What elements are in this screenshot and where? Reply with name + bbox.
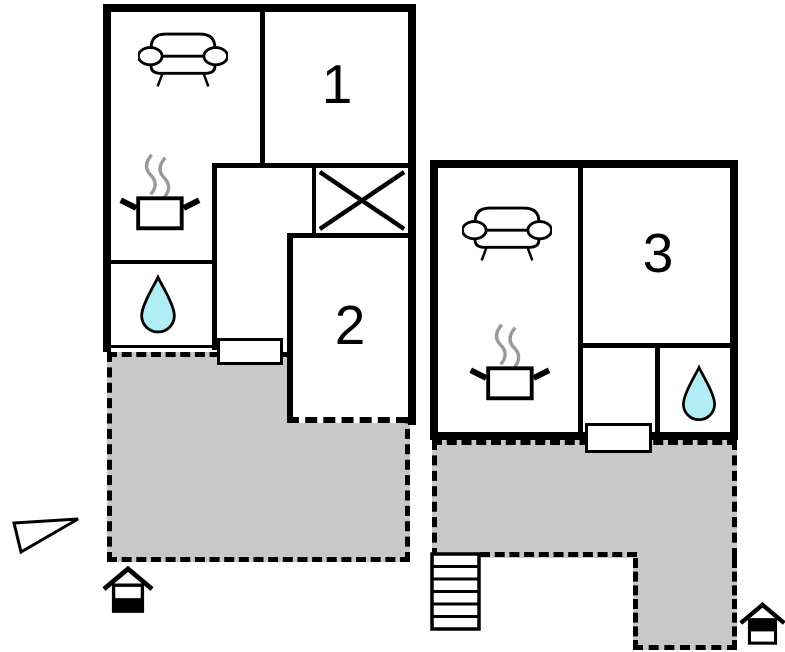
north-arrow-icon — [12, 517, 79, 554]
crossed-box-area — [312, 168, 408, 233]
wall-segment — [103, 345, 217, 348]
water-drop-icon — [682, 364, 716, 422]
wall-segment — [430, 160, 738, 168]
wall-segment — [103, 4, 111, 352]
wall-segment — [578, 343, 730, 348]
room-3-label: 3 — [642, 222, 674, 284]
wall-segment — [408, 4, 416, 425]
wall-segment — [430, 160, 438, 440]
house-level-upper-icon — [739, 602, 785, 645]
window-upper-floor — [585, 423, 652, 453]
wall-segment — [110, 260, 212, 264]
wall-segment — [212, 168, 217, 350]
sofa-icon — [138, 32, 228, 87]
terrace-upper-floor — [432, 440, 737, 558]
wall-segment — [212, 163, 408, 168]
crossed-box-icon — [318, 170, 406, 231]
room-2-area — [287, 233, 408, 423]
wall-segment — [260, 11, 265, 168]
wall-segment — [652, 432, 738, 440]
sofa-icon — [462, 206, 552, 261]
wall-segment — [430, 432, 585, 440]
house-level-ground-icon — [102, 565, 154, 613]
terrace-upper-floor-lower — [633, 558, 737, 650]
stairs-icon — [430, 552, 481, 631]
wall-segment — [730, 160, 738, 440]
cooking-pot-icon — [119, 153, 201, 231]
wall-segment — [655, 348, 660, 440]
wall-segment — [578, 168, 583, 440]
cooking-pot-icon — [469, 323, 551, 401]
room-1-label: 1 — [321, 53, 353, 115]
terrace-border-dash — [480, 552, 637, 557]
water-drop-icon — [140, 274, 176, 334]
window-ground-floor — [217, 338, 283, 365]
room-2-label: 2 — [334, 294, 366, 356]
wall-segment — [103, 4, 416, 12]
